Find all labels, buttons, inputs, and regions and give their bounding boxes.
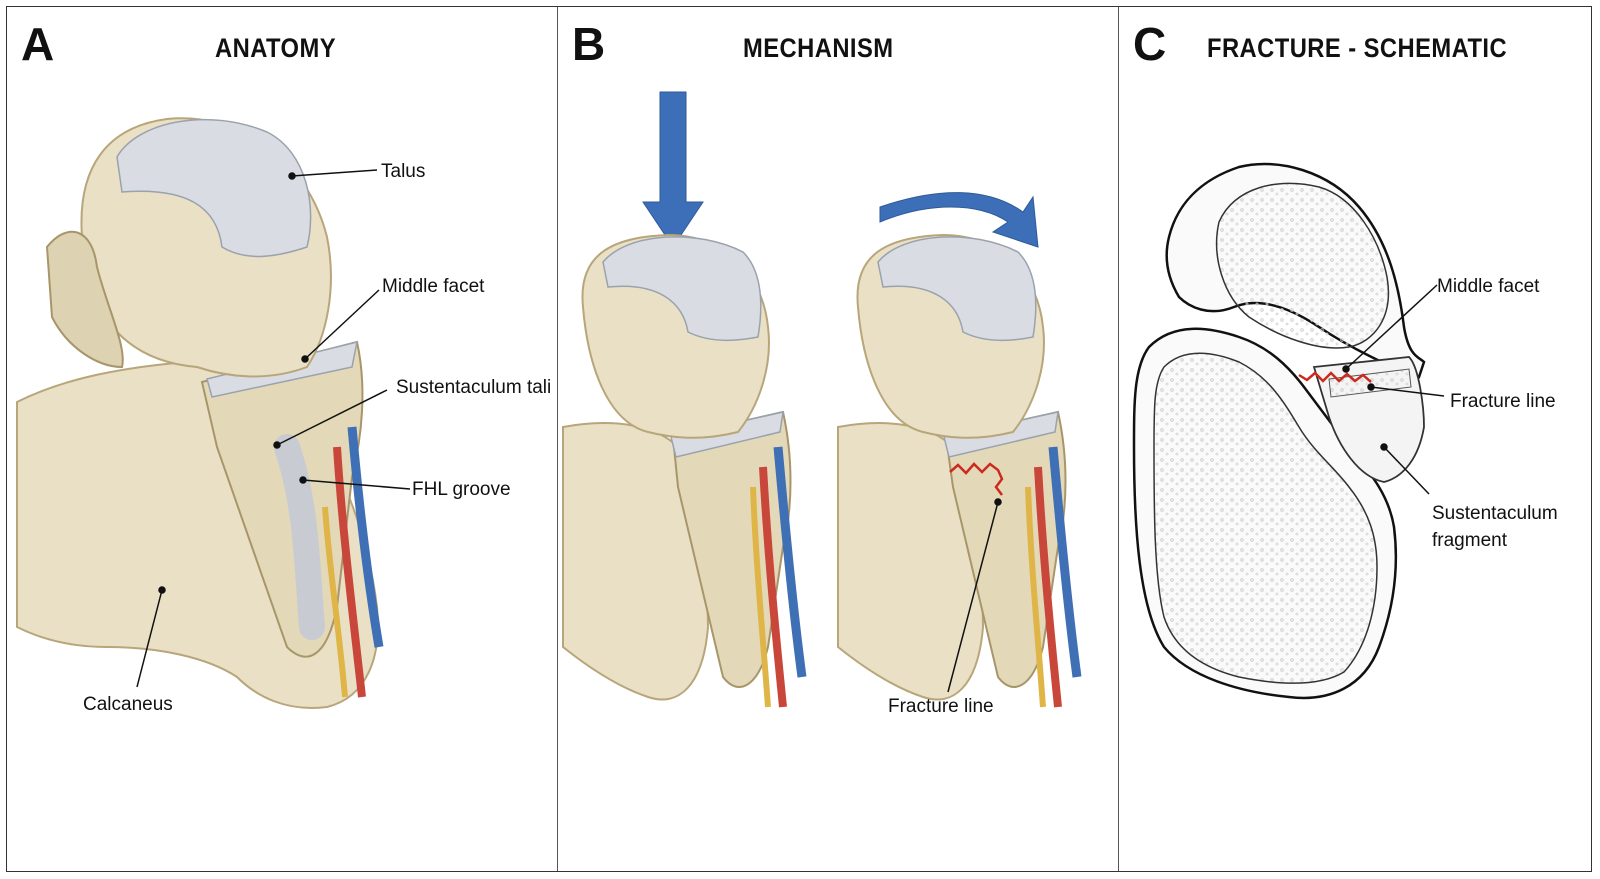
schematic-talus-inner <box>1215 182 1390 349</box>
label-fhl-groove: FHL groove <box>412 479 511 500</box>
schematic-illustration: Middle facet Fracture line Sustentaculum… <box>1132 162 1558 700</box>
label-middle-facet: Middle facet <box>382 276 485 297</box>
axial-load-arrow <box>642 91 704 248</box>
rotation-arrow <box>879 192 1039 248</box>
panel-letter-a: A <box>21 18 55 70</box>
foot-fractured <box>837 233 1082 708</box>
panel-letter-c: C <box>1133 18 1167 70</box>
label-fracture-line-c: Fracture line <box>1450 391 1556 412</box>
label-sustentaculum-fragment-2: fragment <box>1432 530 1508 551</box>
label-talus: Talus <box>381 161 425 182</box>
fracture-line-b <box>949 462 1004 496</box>
figure-frame: A ANATOMY <box>6 6 1592 872</box>
panel-title-mechanism: MECHANISM <box>743 33 894 63</box>
label-fracture-line-b: Fracture line <box>888 696 994 717</box>
label-sustentaculum-tali: Sustentaculum tali <box>396 377 551 398</box>
panel-anatomy: A ANATOMY <box>7 7 557 871</box>
schematic-fracture-line <box>1298 371 1372 383</box>
vein <box>347 426 384 648</box>
panel-mechanism: B MECHANISM <box>557 7 1118 871</box>
foot-intact <box>562 233 807 708</box>
schematic-calcaneus-inner <box>1153 352 1378 684</box>
navicular-bone <box>45 230 124 369</box>
panel-fracture-schematic: C FRACTURE - SCHEMATIC <box>1118 7 1590 871</box>
panel-title-fracture-schematic: FRACTURE - SCHEMATIC <box>1207 33 1508 63</box>
label-calcaneus: Calcaneus <box>83 694 173 715</box>
artery <box>333 446 366 698</box>
fhl-tendon <box>274 434 325 640</box>
anatomy-illustration: Talus Middle facet Sustentaculum tali FH… <box>16 117 551 715</box>
panel-title-anatomy: ANATOMY <box>215 33 336 63</box>
mechanism-illustration: Fracture line <box>562 91 1082 717</box>
label-middle-facet-c: Middle facet <box>1437 276 1540 297</box>
label-sustentaculum-fragment-1: Sustentaculum <box>1432 503 1558 524</box>
talus-dome-cartilage <box>116 118 312 258</box>
panel-letter-b: B <box>572 18 606 70</box>
nerve <box>322 506 348 698</box>
